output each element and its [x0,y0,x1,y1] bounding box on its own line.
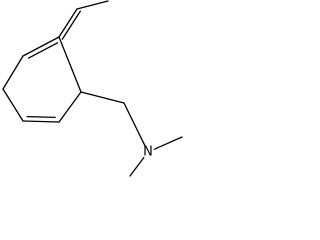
bond-c2-c3 [2,55,24,90]
bond-c4-c5 [22,120,60,123]
nitrogen-atom-label: N [143,145,153,160]
bond-n1-c10 [153,136,183,150]
atom-label-layer: N [143,145,153,160]
structure-canvas: N [0,0,186,179]
molecule-structure: N [2,0,183,177]
bond-c1-c2-inner [27,42,59,59]
bond-c1-c7 [58,8,78,38]
bond-c1-c7-second [61,10,82,40]
bond-c4-c5-inner [26,115,56,119]
bond-c1-c6 [58,36,82,93]
bond-c5-c6 [58,91,82,123]
bond-c1-c2 [22,36,60,57]
bond-c6-c9 [80,91,125,104]
bond-layer [2,0,183,177]
bond-c9-n1 [123,102,146,147]
bond-c3-c4 [2,88,24,122]
bond-n1-c11 [129,156,145,177]
bond-c7-c8 [76,0,109,10]
